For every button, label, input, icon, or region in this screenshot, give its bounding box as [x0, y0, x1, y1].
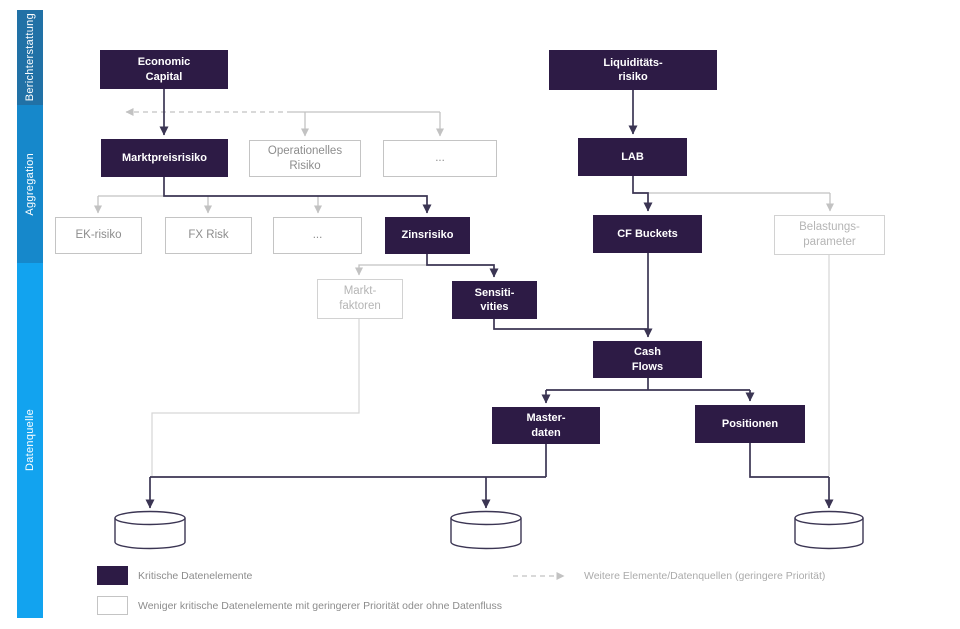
sidebar-band-label: Berichterstattung — [24, 13, 36, 102]
sidebar-band-label: Aggregation — [24, 152, 36, 216]
sidebar-band-label: Datenquelle — [24, 409, 36, 472]
node-fx-risk: FX Risk — [165, 217, 252, 254]
node-sensitivities: Sensiti- vities — [452, 281, 537, 319]
legend-critical-label: Kritische Datenelemente — [138, 570, 253, 582]
node-operationelles-risiko: Operationelles Risiko — [249, 140, 361, 177]
node-ellipsis-top: ... — [383, 140, 497, 177]
node-cf-buckets: CF Buckets — [593, 215, 702, 253]
node-lab: LAB — [578, 138, 687, 176]
node-zinsrisiko: Zinsrisiko — [385, 217, 470, 254]
database-cylinder-icon-1 — [114, 510, 186, 550]
sidebar-band-datenquelle: Datenquelle — [17, 263, 43, 618]
node-masterdaten: Master- daten — [492, 407, 600, 444]
node-ek-risiko: EK-risiko — [55, 217, 142, 254]
sidebar-band-aggregation: Aggregation — [17, 105, 43, 263]
legend-less-critical-label: Weniger kritische Datenelemente mit geri… — [138, 600, 502, 612]
node-liquiditaetsrisiko: Liquiditäts- risiko — [549, 50, 717, 90]
legend-critical-swatch — [97, 566, 128, 585]
sidebar-band-berichterstattung: Berichterstattung — [17, 10, 43, 105]
node-belastungs-parameter: Belastungs- parameter — [774, 215, 885, 255]
database-cylinder-icon-3 — [794, 510, 864, 550]
node-positionen: Positionen — [695, 405, 805, 443]
legend-less-critical-swatch — [97, 596, 128, 615]
node-marktpreisrisiko: Marktpreisrisiko — [101, 139, 228, 177]
legend-further-label: Weitere Elemente/Datenquellen (geringere… — [584, 570, 826, 582]
node-markt-faktoren: Markt- faktoren — [317, 279, 403, 319]
database-cylinder-icon-2 — [450, 510, 522, 550]
node-cash-flows: Cash Flows — [593, 341, 702, 378]
node-ellipsis-mid: ... — [273, 217, 362, 254]
node-economic-capital: Economic Capital — [100, 50, 228, 89]
